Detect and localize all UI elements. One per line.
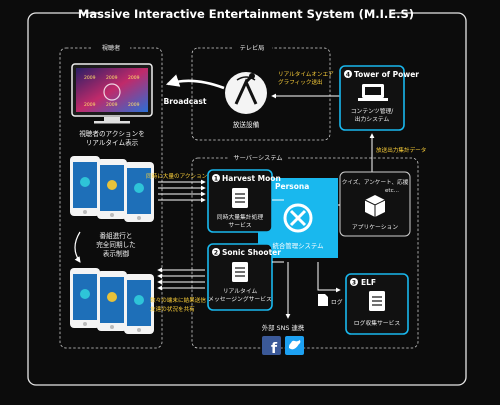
- sync-cycle-icon: [74, 231, 81, 263]
- elf-desc: ログ収集サービス: [354, 319, 401, 327]
- tv-station-label: テレビ局: [240, 44, 265, 52]
- result-share-arrows: [157, 267, 205, 291]
- server-icon: [232, 188, 248, 208]
- realtime-display-line1: 視聴者のアクションを: [79, 129, 145, 138]
- harvest-number: 1: [214, 176, 218, 183]
- sns-label: 外部 SNS 連携: [262, 323, 305, 332]
- share-results-line2: 友達の状況を共有: [150, 305, 195, 313]
- broadcast-arrow: [165, 74, 225, 90]
- tv-screen-values: 2009 2009 2009 2009 2009 2009: [84, 75, 140, 108]
- mass-action-label: 同時に大量のアクション: [146, 172, 208, 180]
- persona-name: Persona: [275, 182, 309, 191]
- mass-action-arrows: [158, 179, 206, 203]
- server-system-panel: [191, 157, 419, 349]
- tower-desc-line1: コンテンツ管理/: [351, 107, 394, 115]
- tower-number: 4: [346, 72, 350, 79]
- application-top-line1: クイズ、アンケート、応援: [342, 178, 409, 186]
- harvest-name: Harvest Moon: [222, 174, 281, 183]
- tv-icon: [71, 63, 153, 124]
- application-label: アプリケーション: [352, 224, 398, 231]
- harvest-desc-line1: 同時大量集計処理: [217, 213, 264, 221]
- server-system-label: サーバーシステム: [233, 155, 282, 162]
- viewer-label-bg: [92, 42, 130, 52]
- twitter-icon: [285, 336, 304, 355]
- harvest-badge: [212, 174, 220, 182]
- sync-control-line2: 完全同期した: [96, 240, 136, 249]
- tower-name: Tower of Power: [354, 70, 419, 79]
- facebook-icon: f: [262, 336, 281, 357]
- document-icon: [318, 294, 328, 306]
- phones-bottom: [70, 268, 154, 334]
- broadcast-output-label: 放送出力集計データ: [376, 146, 426, 154]
- phones-top: [70, 156, 154, 222]
- svg-text:f: f: [271, 341, 278, 357]
- server-system-label-bg: [228, 152, 288, 162]
- viewer-label: 視聴者: [102, 44, 121, 52]
- laptop-icon: [358, 84, 388, 101]
- realtime-display-line2: リアルタイム表示: [86, 138, 139, 147]
- onair-label-line1: リアルタイムオンエア: [278, 70, 334, 78]
- sonic-badge: [212, 248, 220, 256]
- diagram-title: Massive Interactive Entertainment System…: [78, 7, 414, 21]
- satellite-dish-icon: [225, 72, 267, 114]
- tower-badge: [344, 70, 352, 78]
- tv-station-label-bg: [232, 42, 272, 52]
- broadcast-equipment-label: 放送設備: [233, 120, 260, 129]
- tv-score: 2009: [84, 102, 96, 108]
- broadcast-label: Broadcast: [163, 97, 206, 106]
- sync-control-line1: 番組進行と: [100, 231, 133, 240]
- onair-label-line2: グラフィック送出: [278, 78, 323, 86]
- persona-desc: 統合管理システム: [273, 241, 324, 250]
- application-top-line2: etc...: [385, 188, 399, 194]
- tv-score: 2009: [128, 75, 140, 81]
- tv-score: 2009: [106, 75, 118, 81]
- title-bg: [100, 6, 392, 22]
- persona-cross-icon: [283, 203, 313, 233]
- sonic-desc-line2: メッセージングサービス: [208, 295, 272, 303]
- box-icon: [364, 195, 386, 217]
- elf-name: ELF: [361, 278, 376, 287]
- tv-score: 2009: [106, 102, 118, 108]
- log-label: ログ: [331, 298, 343, 306]
- server-icon: [232, 262, 248, 282]
- tv-score: 2009: [128, 102, 140, 108]
- log-arrow: [317, 262, 341, 293]
- sonic-number: 2: [214, 250, 218, 257]
- elf-number: 3: [352, 280, 356, 287]
- server-icon: [369, 291, 385, 311]
- sonic-name: Sonic Shooter: [222, 248, 281, 257]
- harvest-desc-line2: サービス: [228, 221, 251, 229]
- elf-badge: [350, 278, 358, 286]
- share-results-line1: 数々の端末に結果送信: [150, 296, 206, 304]
- tower-desc-line2: 出力システム: [355, 115, 390, 123]
- sync-control-line3: 表示制御: [103, 249, 130, 258]
- sonic-desc-line1: リアルタイム: [223, 287, 258, 295]
- tv-score: 2009: [84, 75, 96, 81]
